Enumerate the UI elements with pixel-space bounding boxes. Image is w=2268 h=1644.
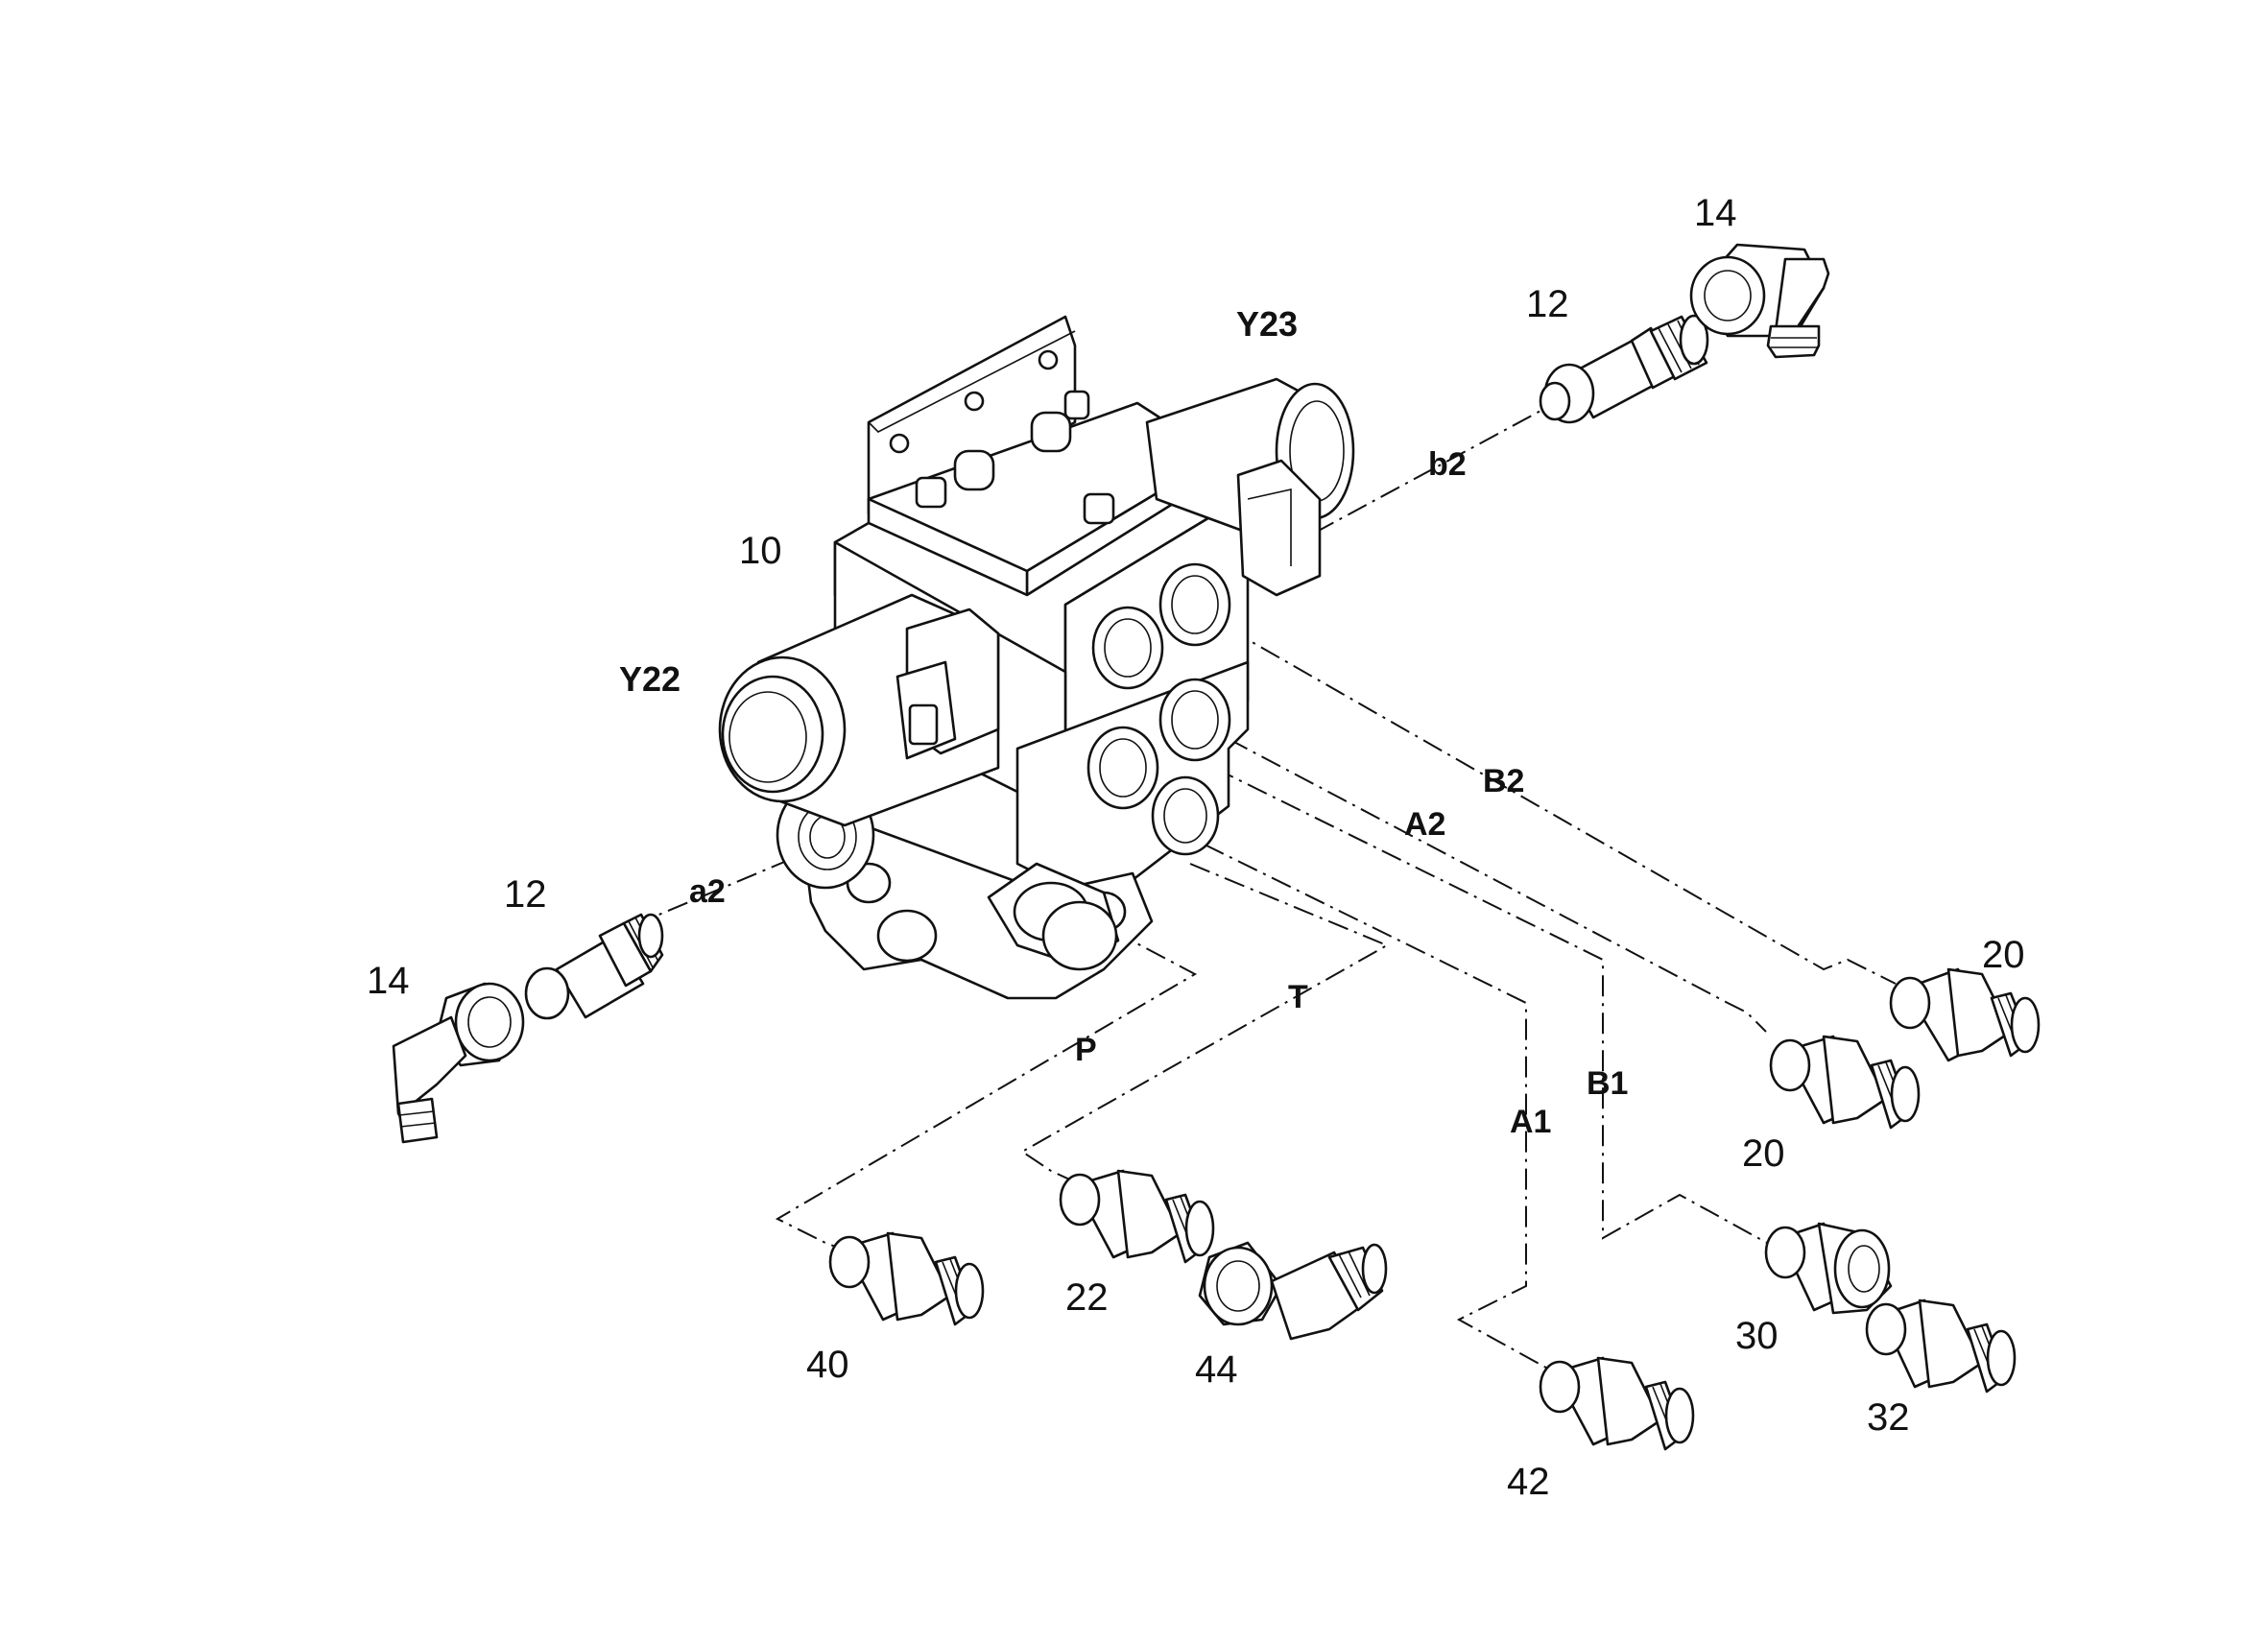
port-label-B2: B2 [1483, 763, 1524, 799]
leader-A2 [1228, 738, 1767, 1033]
fitting-20-lower [1769, 1035, 1921, 1130]
port-label-P: P [1075, 1032, 1097, 1068]
leader-a2 [642, 844, 826, 922]
leader-B1 [1213, 767, 1777, 1249]
port-label-b2: b2 [1428, 446, 1467, 483]
fitting-14-top [1689, 243, 1830, 359]
fitting-32 [1865, 1299, 2017, 1394]
fitting-12-left [524, 913, 664, 1020]
fitting-40 [828, 1231, 985, 1326]
callout-12-left: 12 [504, 873, 547, 916]
callout-14-left: 14 [367, 960, 410, 1002]
coil-label-y22: Y22 [619, 659, 680, 699]
callout-32: 32 [1867, 1396, 1910, 1439]
fitting-14-left [392, 982, 525, 1144]
fitting-30 [1764, 1222, 1893, 1315]
leader-b2 [1314, 402, 1556, 534]
leader-B2 [1228, 628, 1897, 985]
port-label-a2: a2 [689, 873, 726, 910]
callout-40: 40 [806, 1344, 849, 1386]
port-label-T: T [1288, 979, 1308, 1015]
fitting-44 [1198, 1241, 1388, 1341]
labels: 10 12 14 12 14 20 20 22 30 32 40 42 44 Y… [367, 192, 2025, 1503]
callout-20-lower: 20 [1742, 1132, 1785, 1175]
fitting-12-top [1539, 314, 1709, 424]
callout-14-top: 14 [1694, 192, 1737, 234]
callout-20-upper: 20 [1982, 934, 2025, 976]
callout-44: 44 [1195, 1348, 1238, 1391]
callout-12-top: 12 [1526, 283, 1569, 325]
callout-22: 22 [1065, 1276, 1109, 1319]
callout-10: 10 [739, 530, 782, 572]
port-label-A1: A1 [1510, 1104, 1551, 1140]
callout-30: 30 [1735, 1315, 1779, 1357]
leader-A1 [1204, 844, 1556, 1373]
coil-label-y23: Y23 [1236, 304, 1298, 344]
port-label-A2: A2 [1404, 806, 1445, 843]
fitting-20-upper [1889, 967, 2041, 1062]
callout-42: 42 [1507, 1461, 1550, 1503]
fitting-22 [1059, 1169, 1215, 1264]
valve-block [718, 315, 1355, 1000]
port-label-B1: B1 [1587, 1065, 1628, 1102]
fitting-42 [1539, 1356, 1695, 1451]
